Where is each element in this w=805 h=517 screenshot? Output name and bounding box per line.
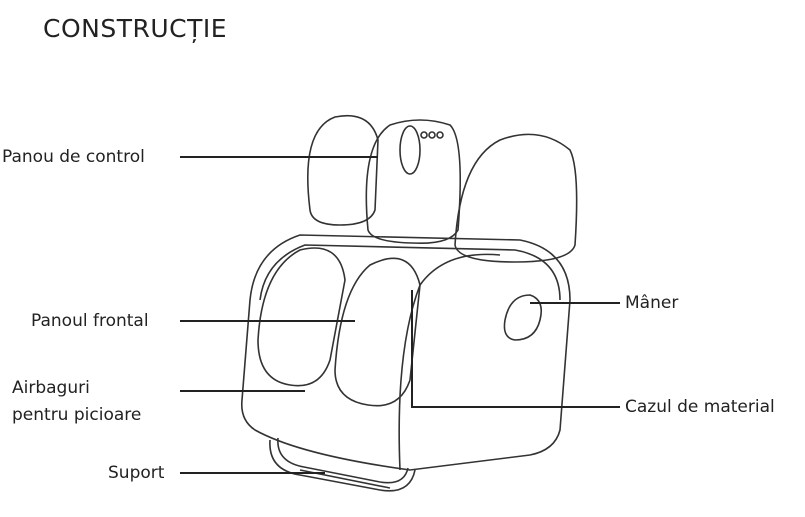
left-headrest bbox=[307, 115, 379, 226]
control-panel-buttons bbox=[399, 125, 444, 175]
label-control-panel: Panou de control bbox=[2, 147, 145, 167]
label-airbags-2: pentru picioare bbox=[12, 405, 142, 425]
right-headrest bbox=[454, 133, 578, 263]
label-front-panel: Panoul frontal bbox=[31, 311, 149, 331]
label-airbags-1: Airbaguri bbox=[12, 378, 90, 398]
left-foot-well bbox=[257, 247, 346, 387]
body bbox=[240, 234, 571, 471]
leader-lines bbox=[180, 156, 620, 474]
label-material-case: Cazul de material bbox=[625, 397, 775, 417]
center-headrest bbox=[365, 119, 461, 245]
label-handle: Mâner bbox=[625, 293, 679, 313]
page-title: CONSTRUCȚIE bbox=[43, 14, 228, 43]
handle bbox=[503, 294, 543, 341]
right-foot-well bbox=[334, 257, 421, 407]
label-support: Suport bbox=[108, 463, 165, 483]
